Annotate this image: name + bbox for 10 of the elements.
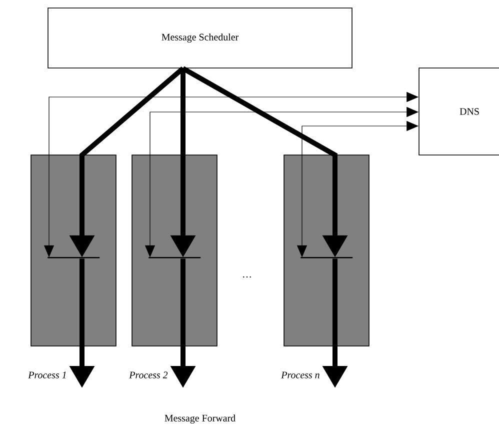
process-label: Process 1 xyxy=(28,372,66,378)
text-box: Message Scheduler xyxy=(48,8,352,68)
process-label: Process n xyxy=(281,372,320,378)
text-box: DNS xyxy=(418,68,499,156)
process-label: Process 2 xyxy=(129,372,168,378)
caption-text: Message Forward xyxy=(164,414,236,424)
ellipsis: … xyxy=(243,276,251,278)
process-box xyxy=(132,154,218,346)
process-box xyxy=(30,154,116,346)
process-box xyxy=(284,154,370,346)
